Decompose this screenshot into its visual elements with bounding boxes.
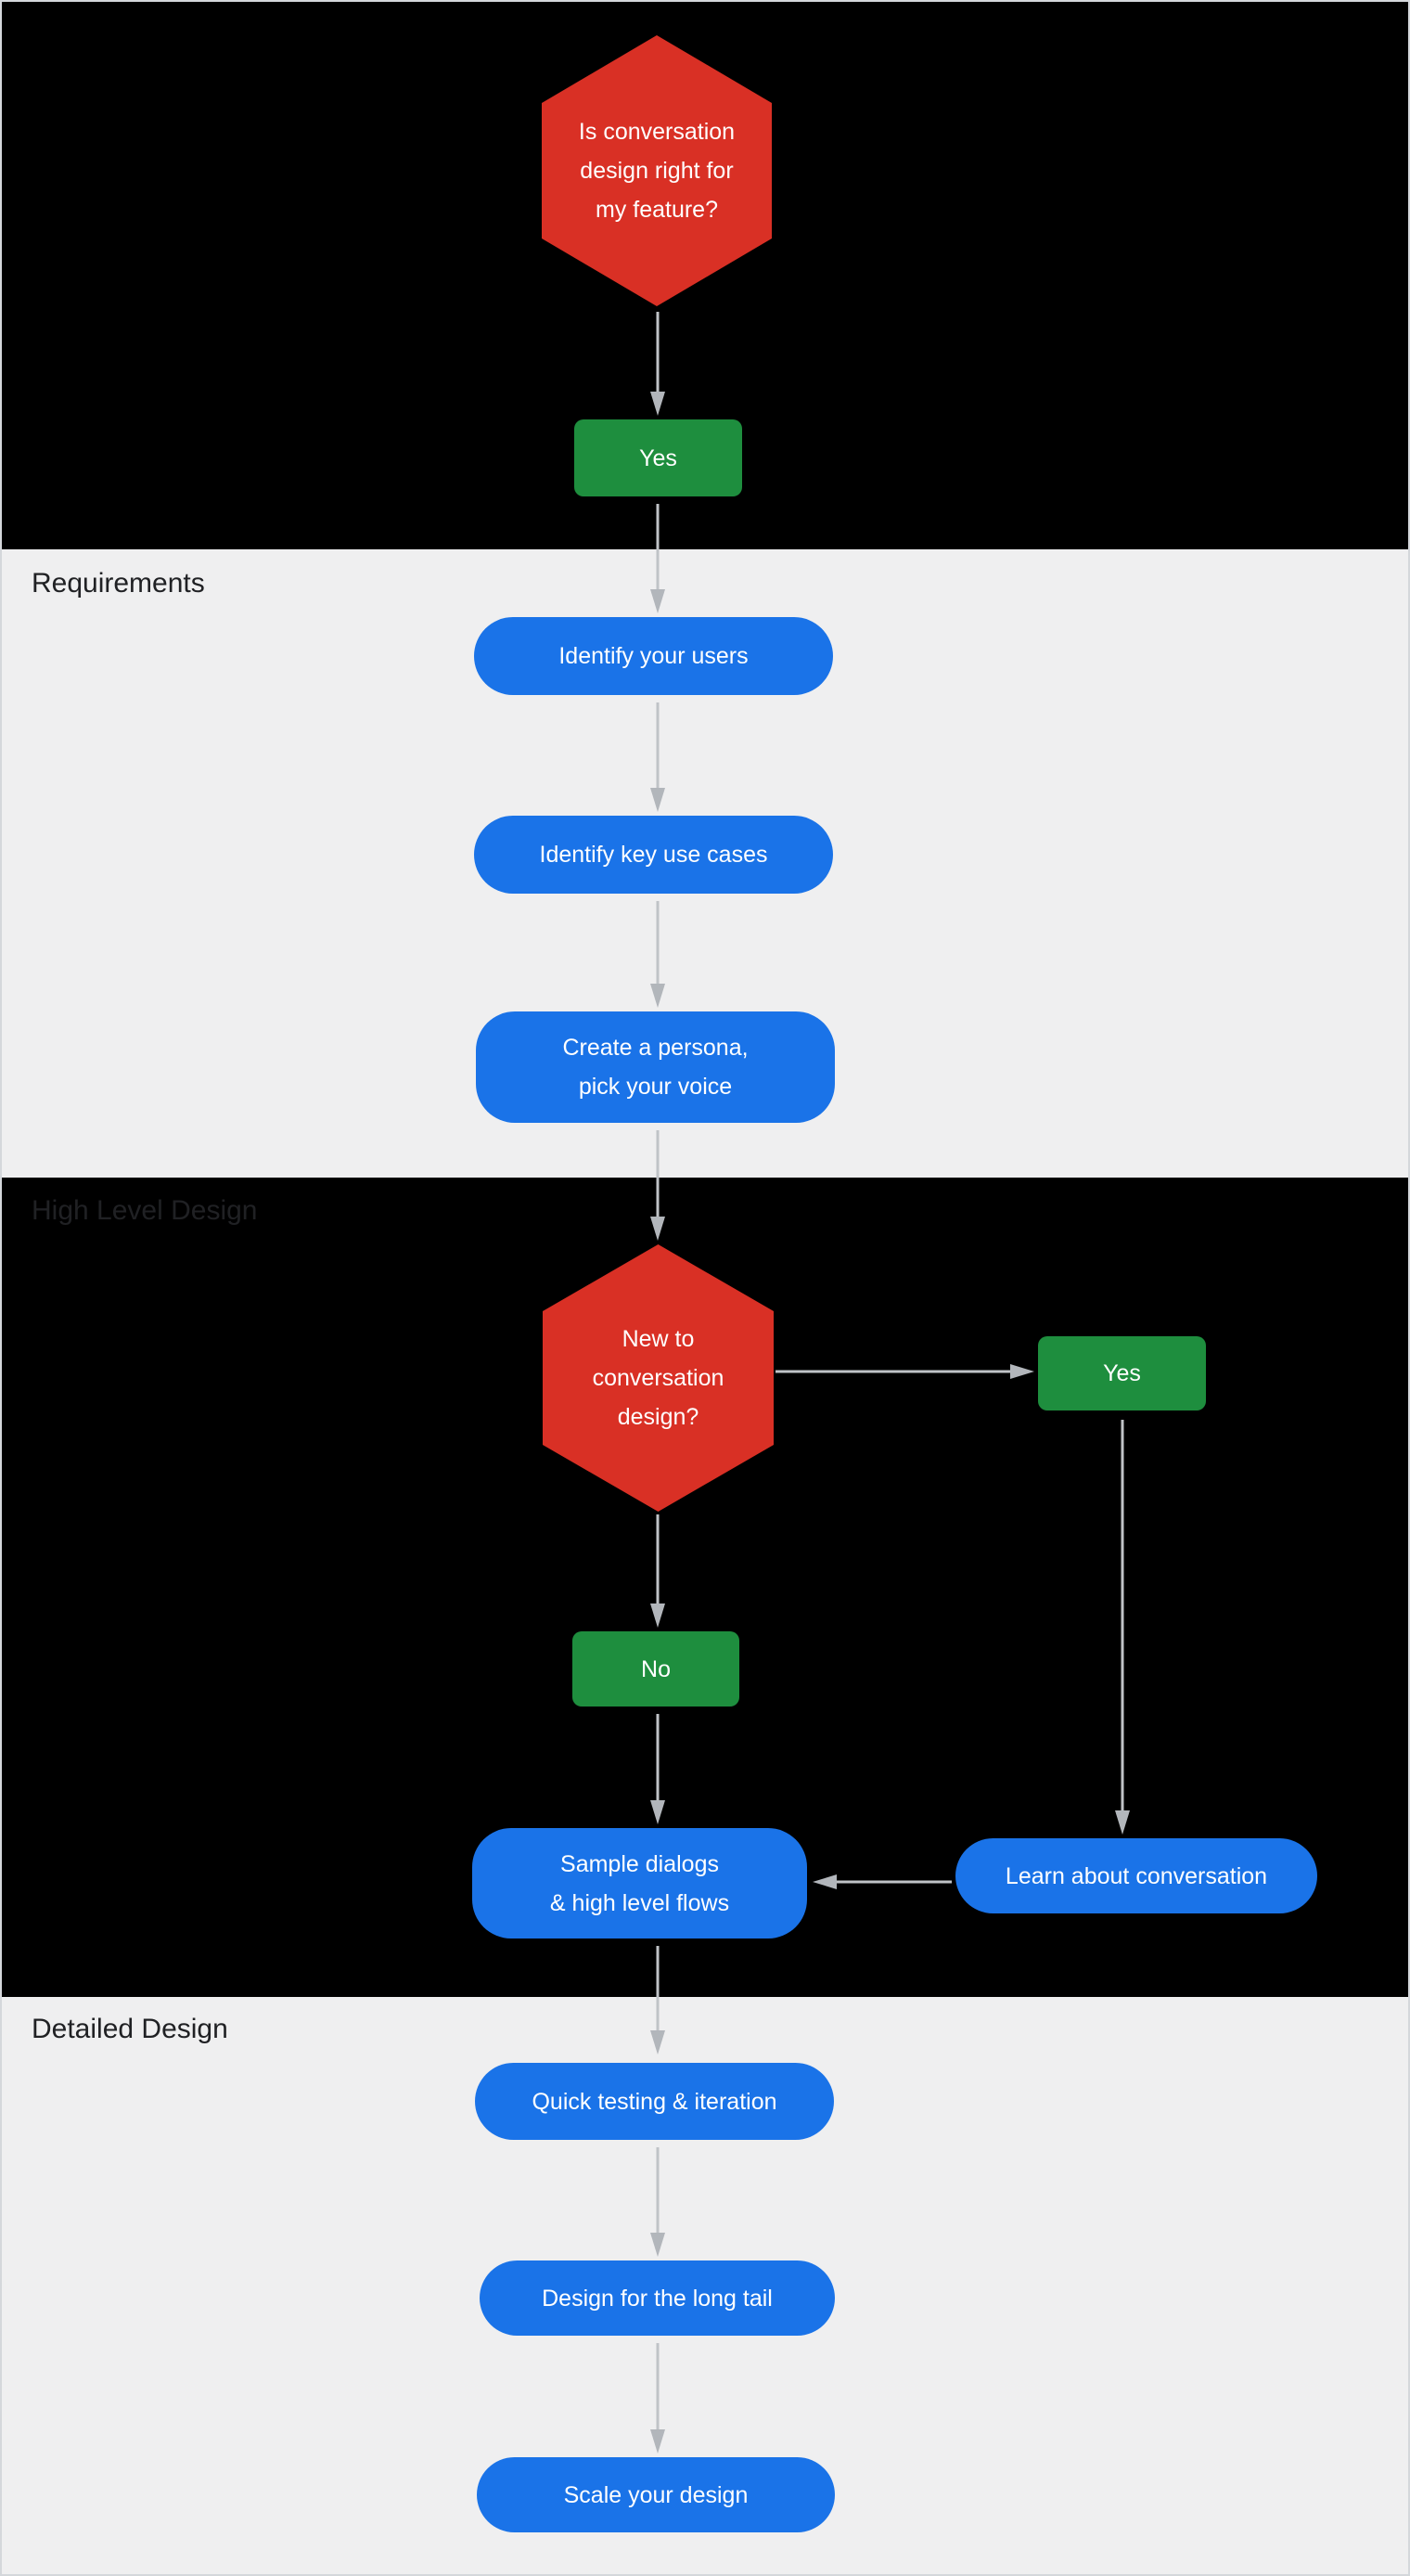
arrow-quick-testing-to-long-tail — [650, 2147, 665, 2257]
decision-new-to-conversation-design[interactable]: New to conversation design? — [543, 1244, 774, 1512]
step-learn-about-conversation[interactable]: Learn about conversation — [955, 1838, 1317, 1913]
arrow-yes-to-learn-conversation — [1115, 1420, 1130, 1835]
step-identify-your-users[interactable]: Identify your users — [474, 617, 833, 695]
arrow-decision2-to-yes-right — [776, 1364, 1034, 1379]
section-title-high-level-design: High Level Design — [32, 1195, 258, 1226]
answer-yes-right[interactable]: Yes — [1038, 1336, 1206, 1410]
arrow-learn-to-sample-dialogs — [813, 1874, 952, 1889]
arrow-sample-dialogs-to-quick-testing — [650, 1946, 665, 2054]
arrow-yes-to-identify-users — [650, 504, 665, 613]
arrow-identify-users-to-use-cases — [650, 702, 665, 812]
arrow-no-to-sample-dialogs — [650, 1714, 665, 1824]
section-title-requirements: Requirements — [32, 568, 205, 599]
answer-yes-top[interactable]: Yes — [574, 419, 742, 496]
step-sample-dialogs-high-level-flows[interactable]: Sample dialogs & high level flows — [472, 1828, 807, 1938]
step-design-for-long-tail[interactable]: Design for the long tail — [480, 2260, 835, 2336]
arrow-long-tail-to-scale — [650, 2343, 665, 2454]
arrow-use-cases-to-persona — [650, 901, 665, 1008]
step-identify-key-use-cases[interactable]: Identify key use cases — [474, 816, 833, 894]
arrow-decision2-to-no — [650, 1514, 665, 1628]
step-quick-testing-iteration[interactable]: Quick testing & iteration — [475, 2063, 834, 2140]
arrow-decision1-to-yes — [650, 312, 665, 416]
step-create-persona-pick-voice[interactable]: Create a persona, pick your voice — [476, 1011, 835, 1123]
answer-no[interactable]: No — [572, 1631, 739, 1707]
arrow-persona-to-decision2 — [650, 1130, 665, 1241]
section-title-detailed-design: Detailed Design — [32, 2014, 228, 2044]
step-scale-your-design[interactable]: Scale your design — [477, 2457, 835, 2532]
